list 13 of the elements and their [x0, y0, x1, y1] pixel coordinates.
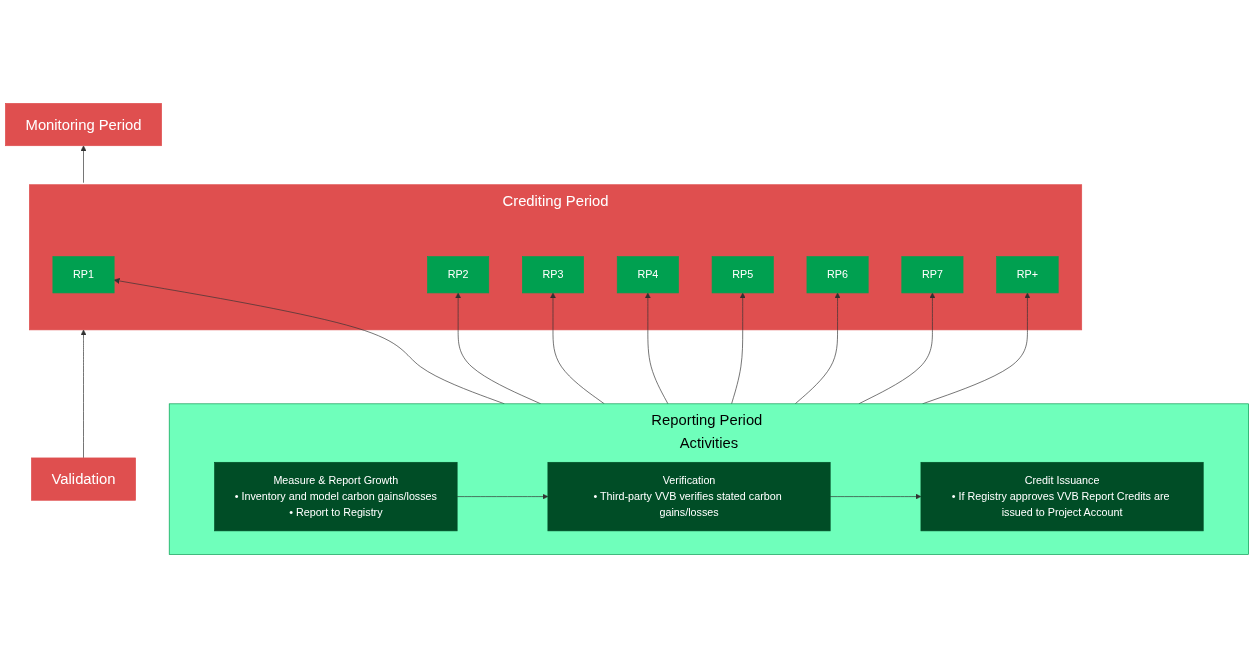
- node-box: RP+: [996, 255, 1059, 293]
- node-box: RP5: [711, 255, 774, 293]
- node-box: Validation: [31, 457, 136, 501]
- node-box: RP6: [806, 255, 869, 293]
- node-box: RP7: [901, 255, 964, 293]
- node-box: Verification • Third-party VVB verifies stated carbon gains/losses: [547, 461, 831, 531]
- node-box: RP1: [52, 255, 115, 293]
- node-box: RP3: [522, 255, 584, 293]
- node-box: Credit Issuance • If Registry approves VVB Report Credits are issued to Project Account: [920, 461, 1204, 531]
- node-box: RP4: [616, 255, 679, 293]
- node-box: Measure & Report Growth • Inventory and model carbon gains/losses • Report to Registry: [214, 461, 458, 531]
- node-box: RP2: [427, 255, 490, 293]
- node-box: Monitoring Period: [5, 102, 162, 146]
